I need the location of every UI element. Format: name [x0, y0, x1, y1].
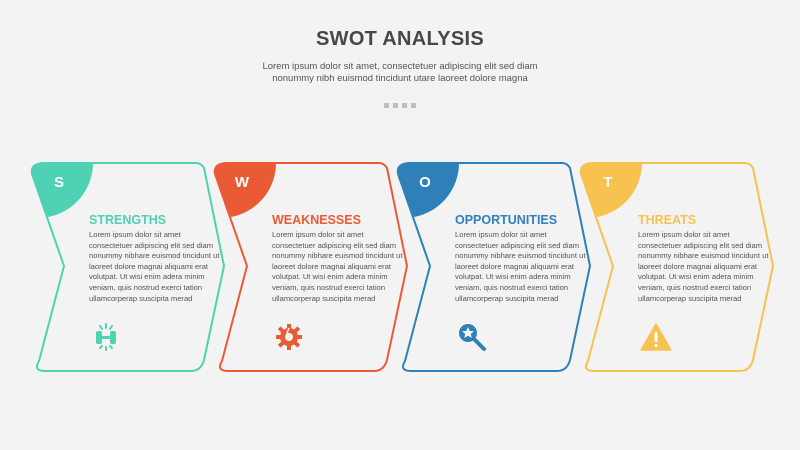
- card-body-text: Lorem ipsum dolor sit amet consectetuer …: [272, 230, 403, 303]
- swot-card-strengths: S STRENGTHS Lorem ipsum dolor sit amet c…: [30, 162, 226, 374]
- broken-gear-icon: [274, 322, 304, 352]
- search-star-icon: [457, 322, 487, 352]
- card-body-text: Lorem ipsum dolor sit amet consectetuer …: [89, 230, 220, 303]
- card-body-text: Lorem ipsum dolor sit amet consectetuer …: [638, 230, 769, 303]
- card-letter: S: [53, 174, 64, 191]
- card-heading: STRENGTHS: [89, 213, 167, 227]
- card-body-text: Lorem ipsum dolor sit amet consectetuer …: [455, 230, 586, 303]
- card-frame: [213, 162, 409, 372]
- card-letter: W: [234, 174, 250, 191]
- card-frame: [579, 162, 775, 372]
- page-title: SWOT ANALYSIS: [316, 28, 484, 50]
- card-heading: OPPORTUNITIES: [455, 213, 558, 227]
- card-frame: [396, 162, 592, 372]
- swot-card-opportunities: O OPPORTUNITIES Lorem ipsum dolor sit am…: [396, 162, 592, 374]
- page-subtitle: Lorem ipsum dolor sit amet, consectetuer…: [262, 61, 538, 84]
- warning-triangle-icon: [640, 322, 672, 352]
- fitness-dumbbell-icon: [91, 322, 121, 352]
- swot-card-weaknesses: W WEAKNESSES Lorem ipsum dolor sit amet …: [213, 162, 409, 374]
- card-heading: WEAKNESSES: [272, 213, 361, 227]
- card-frame: [30, 162, 226, 372]
- card-heading: THREATS: [638, 213, 697, 227]
- card-letter: T: [603, 174, 613, 191]
- decorative-dots: [384, 103, 416, 109]
- card-letter: O: [419, 174, 431, 191]
- swot-card-threats: T THREATS Lorem ipsum dolor sit amet con…: [579, 162, 775, 374]
